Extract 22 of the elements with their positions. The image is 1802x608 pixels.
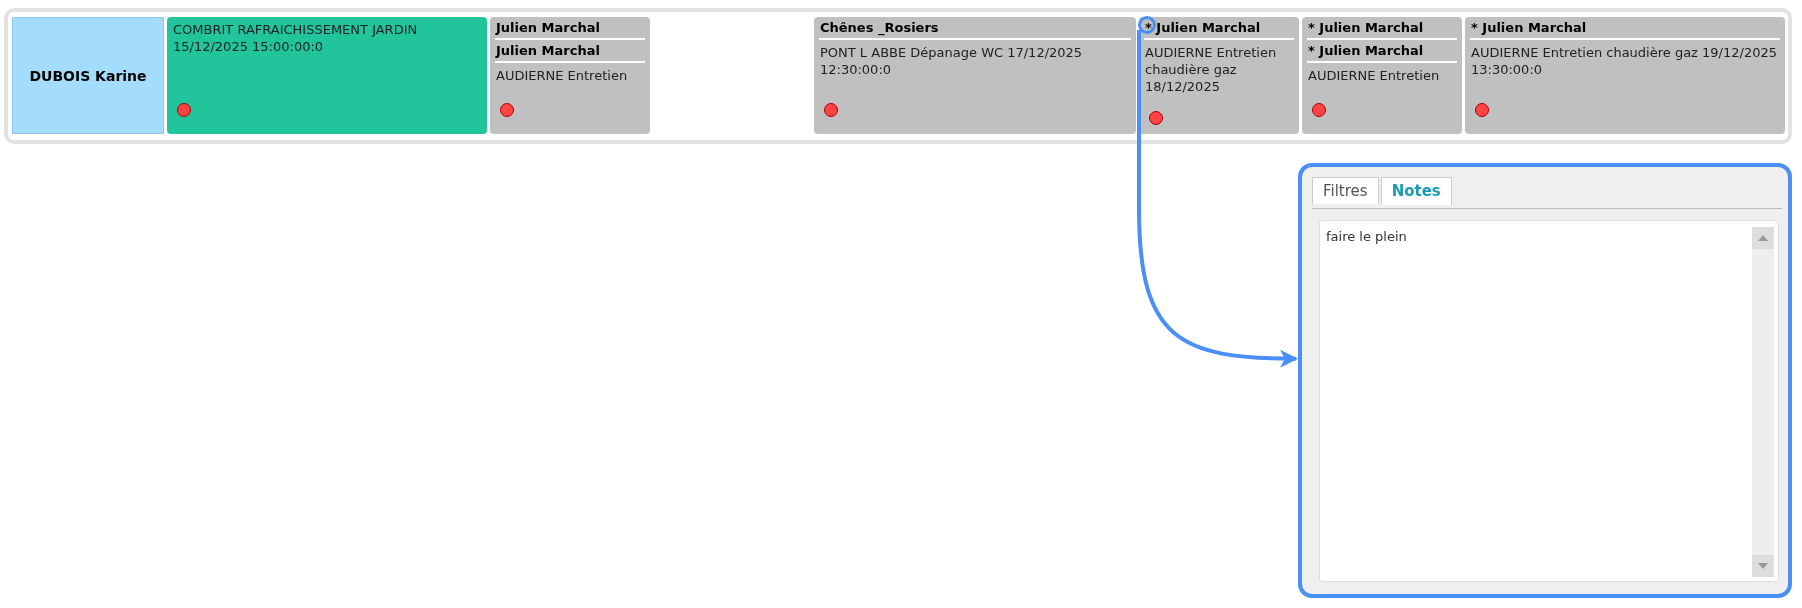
appointment-card xyxy=(814,17,1136,134)
highlight-circle xyxy=(1138,16,1156,34)
appointment-card xyxy=(167,17,487,134)
appointment-card xyxy=(1139,17,1299,134)
notes-text-area xyxy=(1319,220,1779,582)
panel-tab: Notes xyxy=(1380,177,1452,205)
arrow xyxy=(1137,30,1298,368)
panel-tab: Filtres xyxy=(1312,177,1379,204)
appointment-description: AUDIERNE Entretien xyxy=(495,67,629,85)
appointment-card xyxy=(1302,17,1462,134)
appointment-description: AUDIERNE Entretien chaudière gaz 19/12/2025 13:30:00:0 xyxy=(1470,44,1778,79)
notes-panel xyxy=(1298,163,1792,598)
note-text: faire le plein xyxy=(1326,229,1407,244)
schedule-row-panel xyxy=(4,8,1792,144)
resource-name: DUBOIS Karine xyxy=(29,67,147,84)
appointment-description: COMBRIT RAFRAICHISSEMENT JARDIN 15/12/2025 15:00:00:0 xyxy=(172,21,419,56)
appointment-description: AUDIERNE Entretien xyxy=(1307,67,1441,85)
appointment-description: PONT L ABBE Dépanage WC 17/12/2025 12:30:00:0 xyxy=(819,44,1084,79)
appointment-description: AUDIERNE Entretien chaudière gaz 18/12/2025 xyxy=(1144,44,1278,96)
appointment-card xyxy=(490,17,650,134)
appointment-card xyxy=(1465,17,1785,134)
resource-header-cell xyxy=(12,17,164,134)
